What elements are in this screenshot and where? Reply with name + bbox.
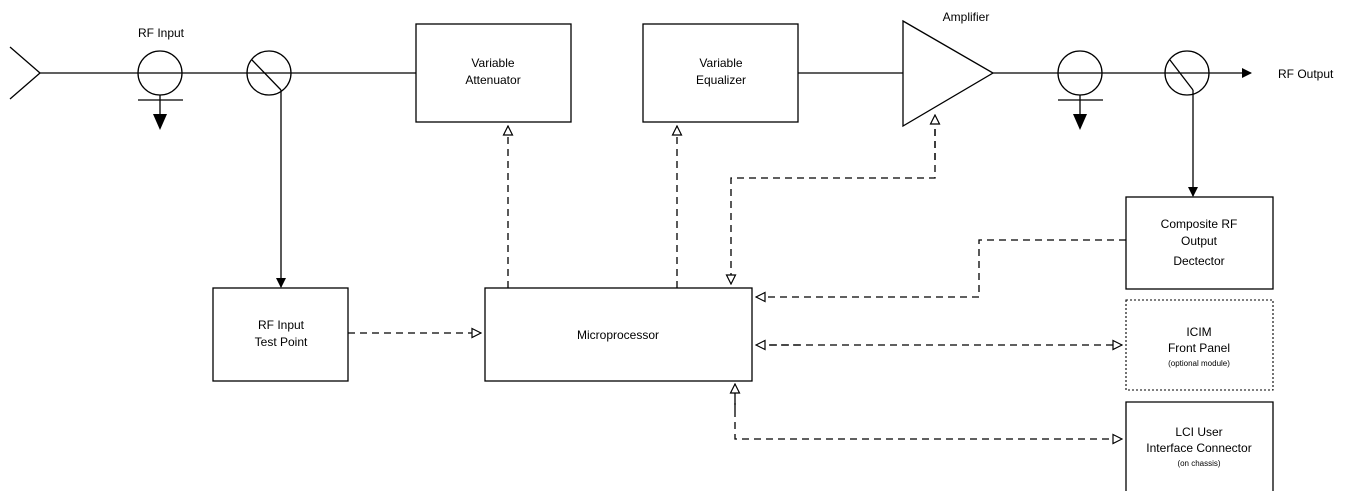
variable-attenuator-label-1: Variable <box>471 56 514 70</box>
icim-note: (optional module) <box>1168 359 1230 368</box>
control-line-lci <box>734 398 1122 439</box>
variable-attenuator-block: Variable Attenuator <box>415 23 572 123</box>
composite-detector-label-3: Dectector <box>1173 254 1224 268</box>
rf-input-connector-icon <box>9 46 41 100</box>
variable-equalizer-block: Variable Equalizer <box>642 23 799 123</box>
icim-label-1: ICIM <box>1186 325 1211 339</box>
rf-signal-path <box>9 19 1252 288</box>
microprocessor-label: Microprocessor <box>577 328 659 342</box>
control-line-amplifier <box>731 117 936 284</box>
icim-front-panel-block: ICIM Front Panel (optional module) <box>1125 299 1274 391</box>
variable-equalizer-label-2: Equalizer <box>696 73 746 87</box>
lci-note: (on chassis) <box>1177 459 1220 468</box>
microprocessor-block: Microprocessor <box>484 287 753 382</box>
amplifier-label: Amplifier <box>943 10 990 24</box>
rf-output-label: RF Output <box>1278 67 1334 81</box>
lci-label-2: Interface Connector <box>1146 441 1251 455</box>
composite-detector-label-1: Composite RF <box>1161 217 1238 231</box>
icim-label-2: Front Panel <box>1168 341 1230 355</box>
splitter-diagonal <box>251 59 282 91</box>
variable-equalizer-label-1: Variable <box>699 56 742 70</box>
variable-attenuator-label-2: Attenuator <box>465 73 520 87</box>
control-line-detector <box>756 239 1126 297</box>
splitter-diagonal <box>1169 59 1194 91</box>
rf-input-test-point-block: RF Input Test Point <box>212 287 349 382</box>
lci-label-1: LCI User <box>1175 425 1222 439</box>
lci-user-interface-connector-block: LCI User Interface Connector (on chassis… <box>1125 401 1274 491</box>
amplifier-triangle-icon <box>902 19 995 128</box>
rf-input-test-point-label-1: RF Input <box>258 318 305 332</box>
ground-arrow-icon <box>1073 114 1087 130</box>
ground-arrow-icon <box>153 114 167 130</box>
control-lines <box>348 115 1126 439</box>
rf-input-test-point-label-2: Test Point <box>255 335 308 349</box>
rf-input-top-label: RF Input <box>138 26 185 40</box>
composite-rf-output-detector-block: Composite RF Output Dectector <box>1125 196 1274 290</box>
composite-detector-label-2: Output <box>1181 234 1218 248</box>
